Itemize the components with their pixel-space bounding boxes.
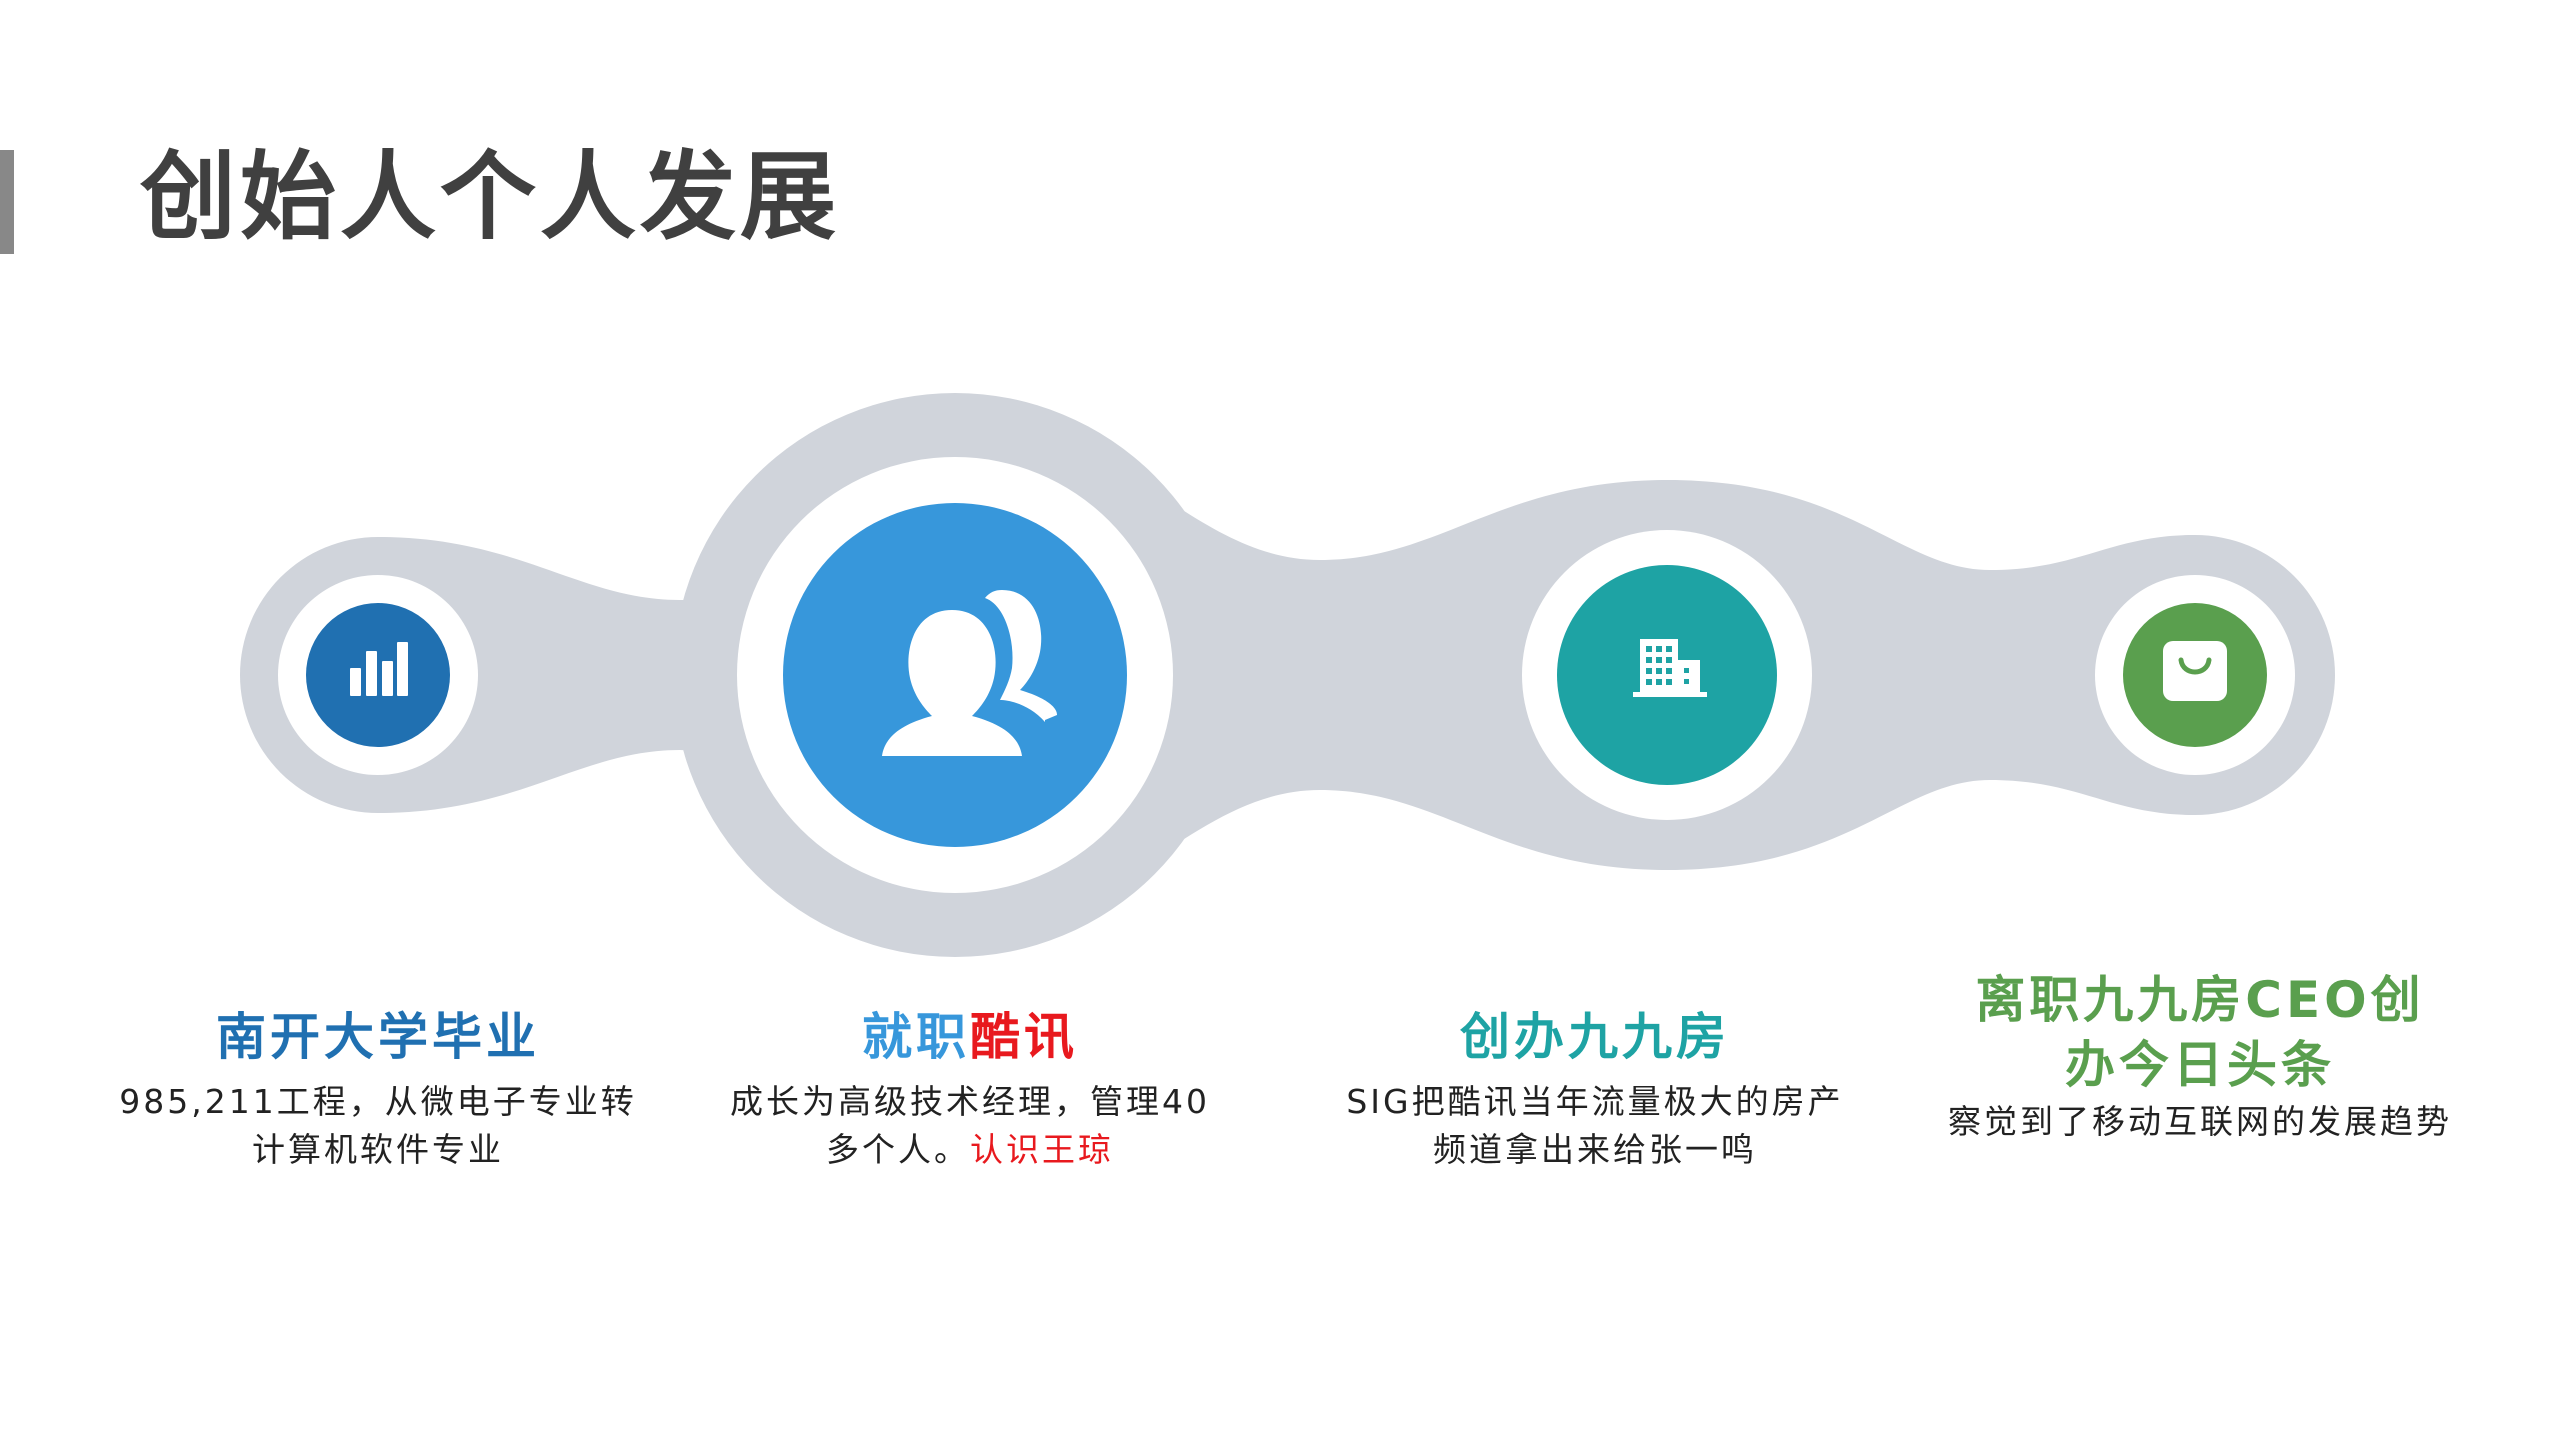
milestone-2-heading-prefix: 就职	[862, 1008, 970, 1066]
milestone-4-heading: 离职九九房CEO创 办今日头条	[1920, 968, 2480, 1098]
milestone-2: 就职酷讯 成长为高级技术经理，管理40 多个人。认识王琼	[700, 1005, 1240, 1174]
users-icon	[882, 590, 1058, 756]
milestone-4-heading-line: 离职九九房CEO创	[1975, 971, 2425, 1029]
milestone-2-desc-line: 成长为高级技术经理，管理40	[730, 1082, 1210, 1121]
milestone-4-desc: 察觉到了移动互联网的发展趋势	[1920, 1098, 2480, 1146]
milestone-3-heading: 创办九九房	[1460, 1008, 1730, 1066]
shopping-bag-icon	[2163, 641, 2227, 701]
milestone-3-desc: SIG把酷讯当年流量极大的房产 频道拿出来给张一鸣	[1325, 1078, 1865, 1174]
page-title: 创始人个人发展	[140, 141, 840, 253]
milestone-2-heading: 就职酷讯	[700, 1005, 1240, 1070]
milestone-1-desc-line: 计算机软件专业	[252, 1129, 504, 1169]
timeline-track	[240, 393, 2335, 957]
milestone-4-heading-line: 办今日头条	[2065, 1036, 2335, 1094]
milestone-2-heading-highlight: 酷讯	[970, 1008, 1078, 1066]
milestone-3: 创办九九房 SIG把酷讯当年流量极大的房产 频道拿出来给张一鸣	[1325, 1005, 1865, 1174]
building-icon	[1633, 639, 1707, 697]
title-accent-bar	[0, 150, 14, 254]
milestone-2-desc-prefix: 多个人。	[826, 1129, 970, 1169]
node-1-circle	[306, 603, 450, 747]
milestone-3-desc-line: SIG把酷讯当年流量极大的房产	[1346, 1082, 1844, 1121]
milestone-1-heading: 南开大学毕业	[216, 1008, 540, 1066]
milestone-4: 离职九九房CEO创 办今日头条 察觉到了移动互联网的发展趋势	[1920, 968, 2480, 1146]
milestone-2-desc: 成长为高级技术经理，管理40 多个人。认识王琼	[700, 1078, 1240, 1174]
bar-chart-icon	[350, 642, 408, 696]
milestone-1-desc-line: 985,211工程，从微电子专业转	[119, 1082, 637, 1121]
milestone-1-desc: 985,211工程，从微电子专业转 计算机软件专业	[108, 1078, 648, 1174]
milestone-3-desc-line: 频道拿出来给张一鸣	[1433, 1129, 1757, 1169]
milestone-1: 南开大学毕业 985,211工程，从微电子专业转 计算机软件专业	[108, 1005, 648, 1174]
milestone-2-desc-highlight: 认识王琼	[970, 1129, 1114, 1169]
milestone-2-desc-line: 多个人。认识王琼	[700, 1126, 1240, 1174]
milestone-4-desc-line: 察觉到了移动互联网的发展趋势	[1948, 1102, 2452, 1141]
